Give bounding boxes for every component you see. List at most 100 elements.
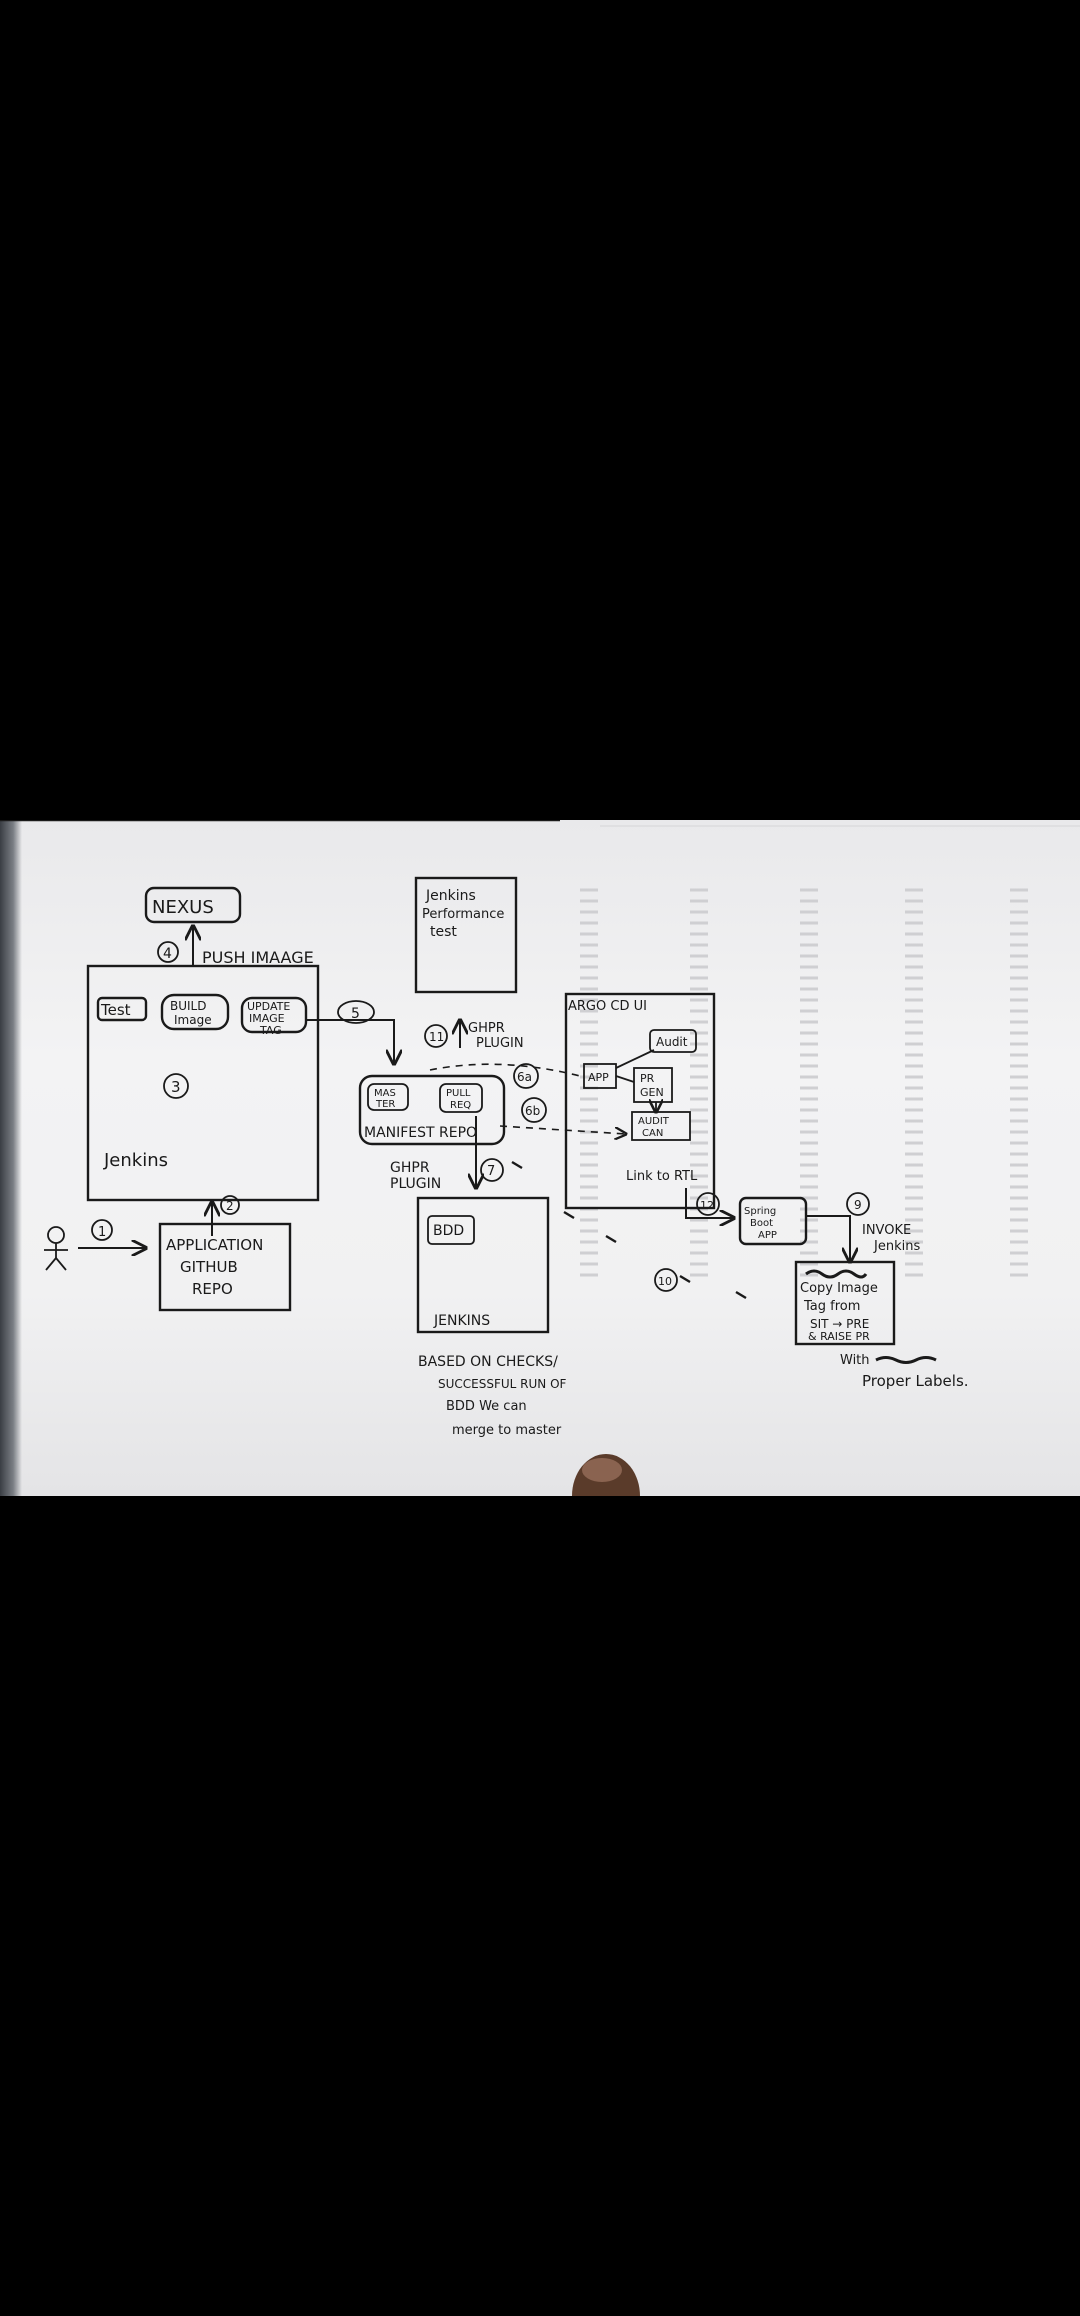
bdd-note-line-4: merge to master bbox=[452, 1423, 562, 1438]
update-label-1: UPDATE bbox=[247, 1000, 290, 1013]
ghpr-top-line-2: PLUGIN bbox=[476, 1036, 524, 1051]
argo-app-label: APP bbox=[588, 1071, 609, 1084]
bdd-box bbox=[427, 1215, 475, 1245]
step-6b-badge bbox=[521, 1097, 547, 1123]
perf-line-2: Performance bbox=[422, 907, 504, 922]
step-1-badge bbox=[91, 1219, 113, 1241]
build-image-label-1: BUILD bbox=[170, 999, 206, 1013]
bdd-note-line-1: BASED ON CHECKS/ bbox=[418, 1354, 558, 1370]
invoke-line-2: Jenkins bbox=[873, 1239, 920, 1254]
step-2-badge bbox=[220, 1195, 240, 1215]
app-repo-line-1: APPLICATION bbox=[166, 1236, 263, 1254]
build-image-box bbox=[160, 993, 230, 1031]
spring-line-2: Boot bbox=[750, 1218, 773, 1229]
photo-background-edge bbox=[0, 820, 22, 1496]
app-repo-line-3: REPO bbox=[192, 1280, 233, 1298]
whiteboard-diagram: NEXUS 4 PUSH IMAAGE Test BUILD Image UPD… bbox=[0, 820, 1080, 1496]
copy-line-4: & RAISE PR bbox=[808, 1330, 870, 1343]
jenkins-performance-box bbox=[414, 876, 518, 994]
test-label: Test bbox=[100, 1001, 131, 1019]
with-labels-line-1: With bbox=[840, 1353, 870, 1368]
step-7-badge bbox=[480, 1158, 504, 1182]
step-10-tick bbox=[679, 1274, 691, 1284]
audit-can-line-2: CAN bbox=[642, 1128, 663, 1139]
argo-title: ARGO CD UI bbox=[568, 999, 647, 1014]
link-to-rtl: Link to RTL bbox=[626, 1169, 698, 1184]
copy-line-1: Copy Image bbox=[800, 1281, 878, 1296]
step-9-badge bbox=[846, 1192, 870, 1216]
pr-gen-line-1: PR bbox=[640, 1072, 655, 1085]
step-12-badge bbox=[696, 1192, 720, 1216]
step-6b-dashed bbox=[499, 1125, 626, 1134]
pencil-tick-2 bbox=[563, 1210, 575, 1220]
argo-cd-box bbox=[564, 992, 716, 1210]
step-9-label: 9 bbox=[854, 1198, 862, 1212]
perf-line-3: test bbox=[430, 924, 457, 940]
step-9-arrow bbox=[806, 1215, 850, 1262]
application-repo-box bbox=[158, 1222, 292, 1312]
step-5-label: 5 bbox=[351, 1006, 360, 1022]
step-4-label: 4 bbox=[163, 946, 172, 962]
master-line-2: TER bbox=[375, 1099, 395, 1110]
step-11-badge bbox=[424, 1024, 448, 1048]
build-image-label-2: Image bbox=[174, 1013, 212, 1027]
jenkins-label: Jenkins bbox=[103, 1150, 168, 1171]
step-6a-badge bbox=[513, 1063, 539, 1089]
update-label-2: IMAGE bbox=[249, 1012, 285, 1025]
invoke-line-1: INVOKE bbox=[862, 1223, 911, 1238]
bdd-note-line-3: BDD We can bbox=[446, 1399, 527, 1414]
bdd-note-line-2: SUCCESSFUL RUN OF bbox=[438, 1377, 567, 1391]
copy-image-tag-box bbox=[794, 1260, 896, 1346]
nexus-label: NEXUS bbox=[152, 897, 214, 918]
pr-gen-line-2: GEN bbox=[640, 1086, 664, 1099]
app-to-pr-gen bbox=[615, 1075, 635, 1083]
pencil-tick-3 bbox=[605, 1234, 617, 1244]
app-to-audit bbox=[615, 1049, 655, 1069]
update-label-3: TAG bbox=[259, 1024, 282, 1037]
pull-request-box bbox=[439, 1083, 483, 1113]
nexus-box bbox=[144, 886, 242, 924]
app-repo-line-2: GITHUB bbox=[180, 1258, 238, 1276]
photo-paper bbox=[0, 820, 1080, 1496]
spring-boot-app-box bbox=[738, 1196, 808, 1246]
ghpr-top-line-1: GHPR bbox=[468, 1021, 505, 1036]
test-box bbox=[96, 996, 148, 1022]
step-6a-label: 6a bbox=[517, 1070, 532, 1084]
finger-shape bbox=[572, 1454, 640, 1496]
bdd-jenkins-box bbox=[416, 1196, 550, 1334]
pencil-tick-4 bbox=[735, 1290, 747, 1300]
step-4-badge bbox=[157, 941, 179, 963]
master-branch-box bbox=[367, 1083, 409, 1111]
audit-can-line-1: AUDIT bbox=[638, 1116, 670, 1127]
update-image-tag-box bbox=[240, 996, 308, 1034]
spring-line-3: APP bbox=[758, 1230, 777, 1241]
step-6a-dashed bbox=[429, 1063, 581, 1077]
tick-mark bbox=[511, 1160, 523, 1170]
argo-to-spring-arrow bbox=[685, 1188, 734, 1218]
copy-line-2: Tag from bbox=[803, 1299, 860, 1314]
bdd-label: BDD bbox=[433, 1223, 464, 1239]
perf-line-1: Jenkins bbox=[425, 888, 476, 904]
step-12-label: 12 bbox=[700, 1199, 714, 1212]
master-line-1: MAS bbox=[374, 1088, 396, 1099]
push-image-label: PUSH IMAAGE bbox=[202, 948, 314, 967]
manifest-repo-label: MANIFEST REPO bbox=[364, 1125, 477, 1141]
ghpr-bottom-line-2: PLUGIN bbox=[390, 1176, 441, 1192]
step-10-badge bbox=[654, 1268, 678, 1292]
step-10-label: 10 bbox=[658, 1275, 672, 1288]
step-3-badge bbox=[163, 1073, 189, 1099]
audit-label: Audit bbox=[656, 1035, 688, 1049]
pull-req-line-2: REQ bbox=[450, 1100, 471, 1111]
with-labels-line-2: Proper Labels. bbox=[862, 1372, 969, 1390]
spring-line-1: Spring bbox=[744, 1206, 776, 1217]
crossed-out-word bbox=[875, 1356, 937, 1364]
step-6b-label: 6b bbox=[525, 1104, 540, 1118]
manifest-repo-box bbox=[358, 1074, 506, 1146]
step-5-badge bbox=[337, 1000, 375, 1024]
audit-box bbox=[649, 1029, 697, 1053]
ghpr-bottom-line-1: GHPR bbox=[390, 1160, 430, 1176]
pull-req-line-1: PULL bbox=[446, 1088, 471, 1099]
bdd-jenkins-label: JENKINS bbox=[433, 1313, 490, 1329]
step-11-label: 11 bbox=[429, 1030, 444, 1044]
jenkins-box bbox=[86, 964, 320, 1202]
